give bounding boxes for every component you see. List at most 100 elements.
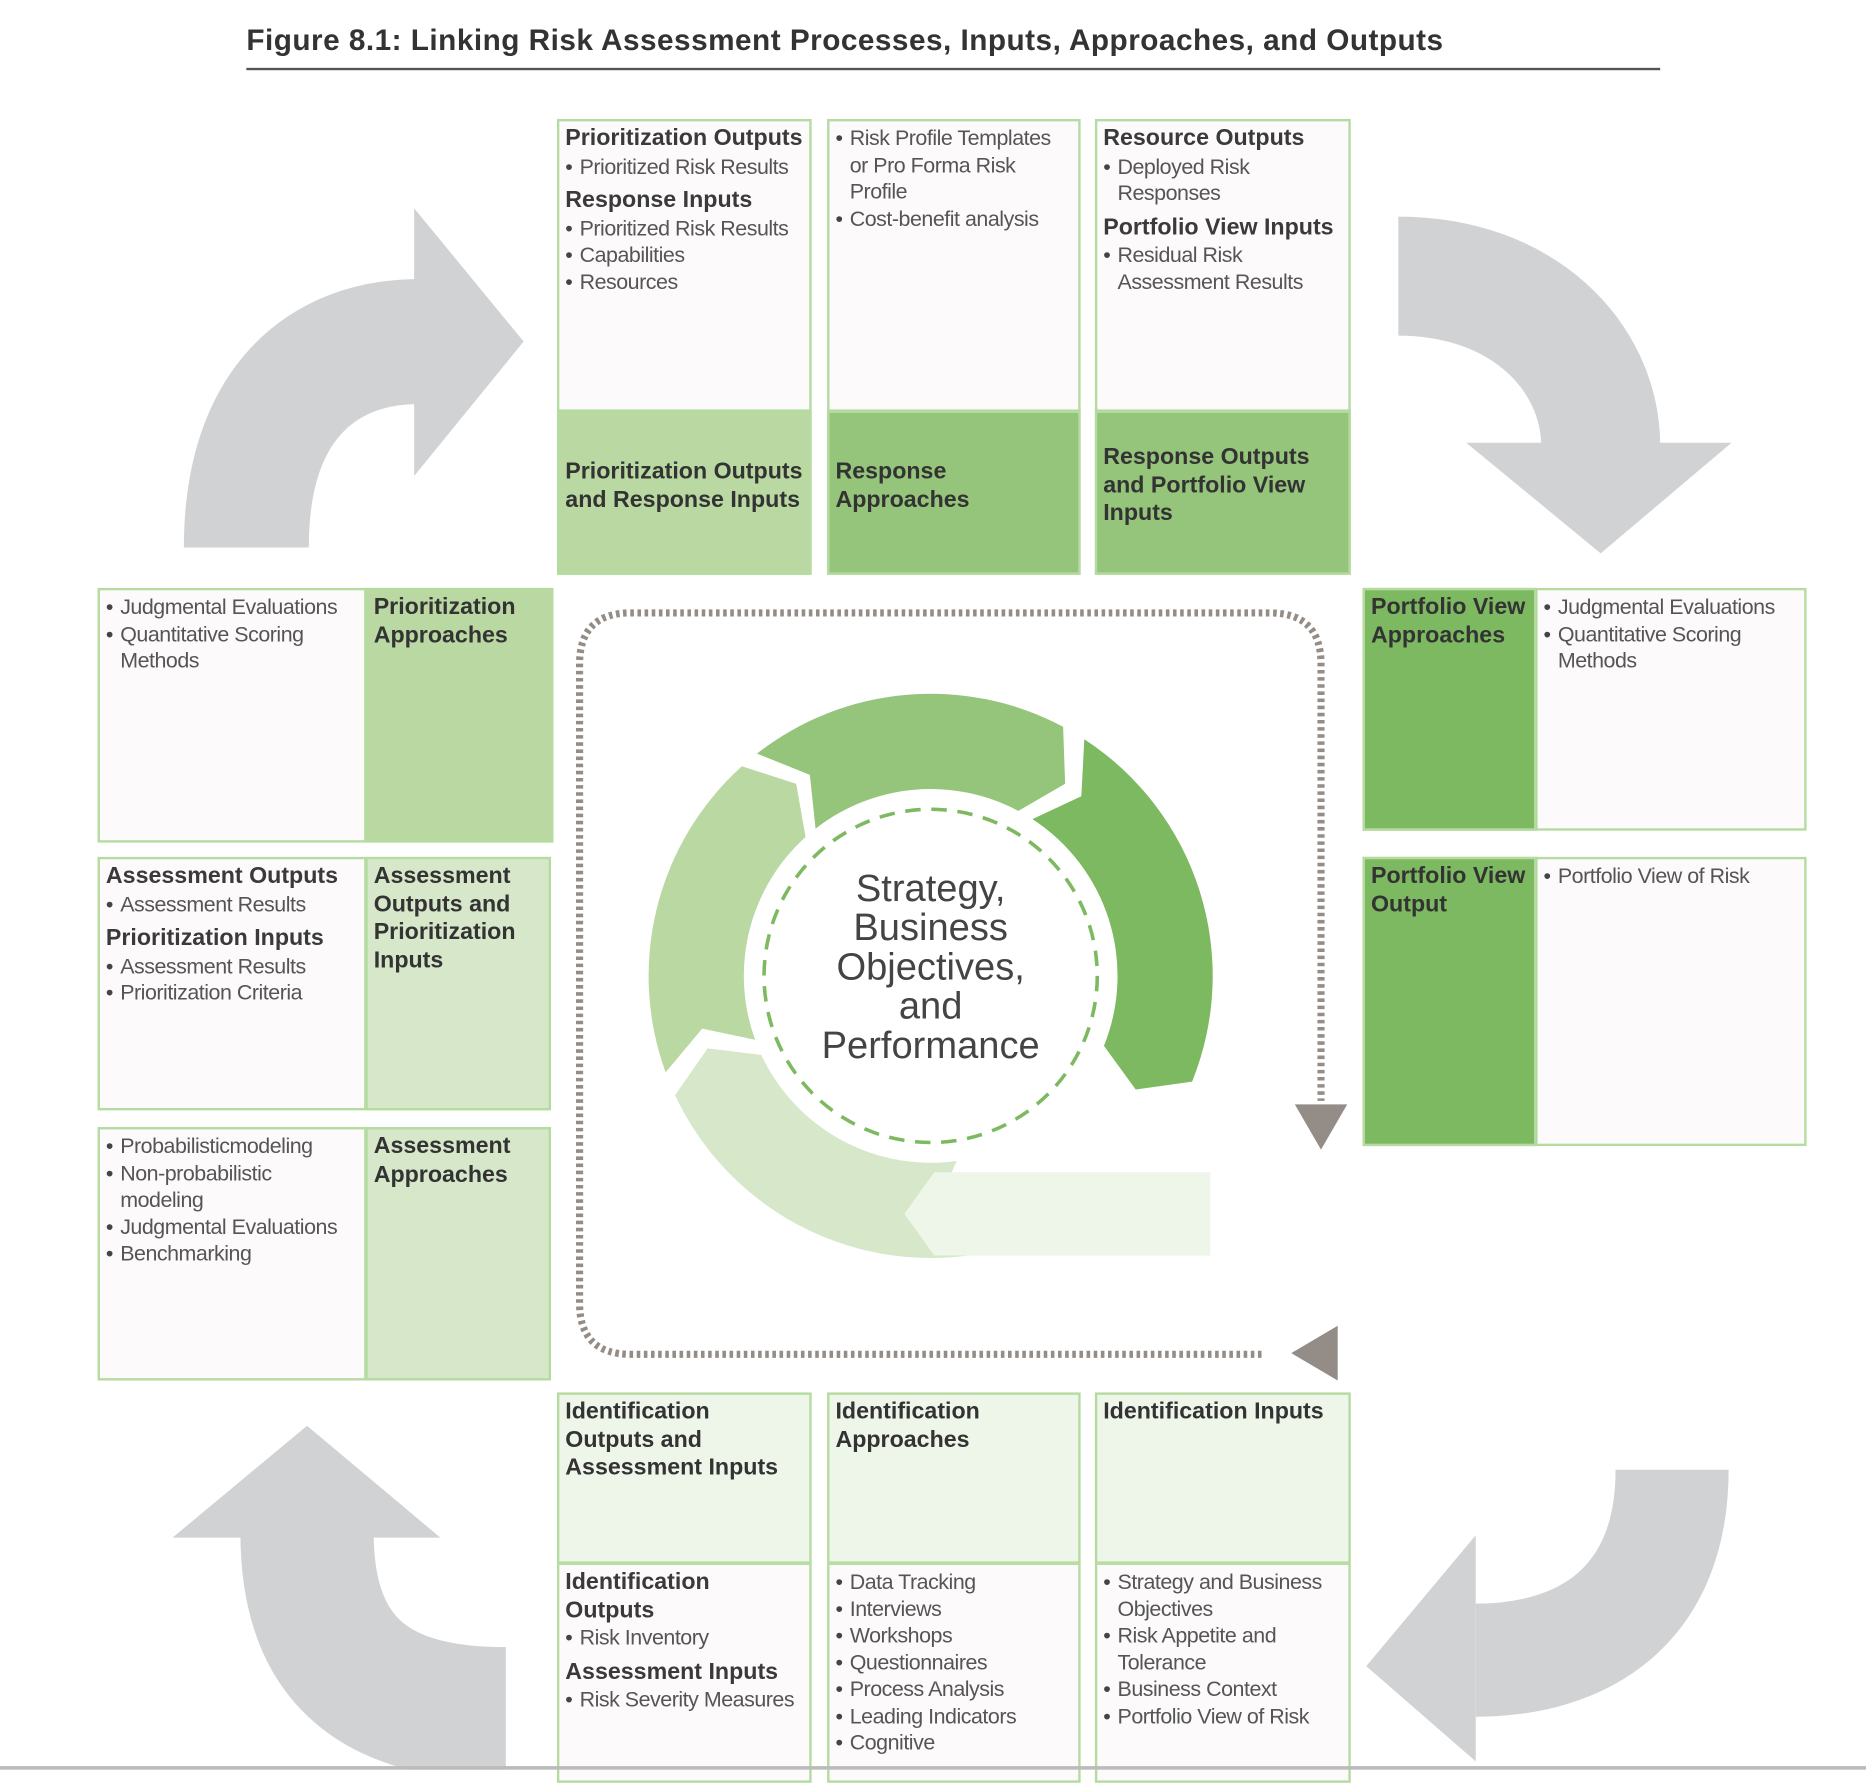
- left-panel-2-stage: Assessment Approaches: [365, 1127, 552, 1381]
- section-heading: Identification Outputs: [565, 1568, 710, 1623]
- right-panel-1-details: Portfolio View of Risk: [1535, 856, 1807, 1147]
- bullet-item: Leading Indicators: [835, 1702, 1072, 1729]
- bullet-item: Assessment Results: [106, 891, 358, 918]
- bullet-item: Prioritized Risk Results: [565, 153, 803, 180]
- top-panel-2-details: Resource OutputsDeployed Risk ResponsesP…: [1094, 119, 1351, 412]
- stage-label: Prioritization Approaches: [373, 593, 516, 649]
- bullet-item: Residual Risk Assessment Results: [1103, 242, 1342, 296]
- right-panel-0-stage: Portfolio View Approaches: [1362, 587, 1537, 831]
- section-heading: Response Inputs: [565, 186, 753, 214]
- center-line: Strategy,: [855, 866, 1006, 910]
- stage-label: Prioritization Outputs and Response Inpu…: [565, 458, 803, 513]
- bullet-item: Prioritization Criteria: [106, 979, 358, 1006]
- stage-label: Identification Outputs and Assessment In…: [565, 1398, 779, 1481]
- panel-section: Risk Profile Templates or Pro Forma Risk…: [835, 125, 1072, 232]
- panel-section: Response InputsPrioritized Risk ResultsC…: [565, 187, 803, 295]
- section-heading: Prioritization Inputs: [105, 924, 324, 951]
- bullet-item: Judgmental Evaluations: [106, 594, 358, 621]
- bullet-item: Business Context: [1103, 1676, 1342, 1703]
- arrowhead-up-icon: [172, 1425, 441, 1538]
- curved-arrow-bottom-left-icon: [240, 1531, 507, 1781]
- top-panel-2-stage: Response Outputs and Portfolio View Inpu…: [1094, 410, 1351, 575]
- top-panel-1-details: Risk Profile Templates or Pro Forma Risk…: [827, 119, 1081, 412]
- center-line: and: [898, 984, 963, 1028]
- panel-section: Resource OutputsDeployed Risk Responses: [1103, 125, 1342, 207]
- stage-label: Portfolio View Approaches: [1370, 593, 1526, 649]
- bullet-item: Risk Inventory: [565, 1624, 803, 1651]
- section-heading: Assessment Outputs: [105, 862, 339, 890]
- bottom-panel-1-details: Data TrackingInterviewsWorkshopsQuestion…: [827, 1562, 1081, 1783]
- panel-section: Identification OutputsRisk Inventory: [565, 1569, 803, 1652]
- panel-section: Assessment OutputsAssessment Results: [106, 863, 358, 918]
- section-heading: Resource Outputs: [1103, 124, 1305, 152]
- curved-arrow-top-left-icon: [183, 279, 421, 549]
- stage-label: Response Outputs and Portfolio View Inpu…: [1103, 444, 1310, 527]
- stage-label: Identification Approaches: [835, 1398, 980, 1453]
- panel-section: Data TrackingInterviewsWorkshopsQuestion…: [835, 1569, 1072, 1756]
- panel-section: Strategy and Business ObjectivesRisk App…: [1103, 1569, 1342, 1730]
- bottom-panel-2-details: Strategy and Business ObjectivesRisk App…: [1094, 1562, 1351, 1783]
- center-line: Business: [853, 905, 1008, 949]
- bottom-panel-0-stage: Identification Outputs and Assessment In…: [556, 1392, 812, 1564]
- bullet-item: Questionnaires: [835, 1649, 1072, 1676]
- panel-section: Judgmental EvaluationsQuantitative Scori…: [106, 594, 358, 674]
- ring-segment-tail: [904, 1172, 1211, 1256]
- bullet-item: Probabilisticmodeling: [106, 1133, 358, 1160]
- bullet-item: Risk Profile Templates or Pro Forma Risk…: [835, 125, 1072, 205]
- curved-arrow-top-right-icon: [1396, 216, 1661, 449]
- top-panel-1-stage: Response Approaches: [827, 410, 1081, 575]
- section-heading: Assessment Inputs: [565, 1658, 779, 1685]
- center-dashed-circle: [762, 807, 1100, 1145]
- bullet-item: Portfolio View of Risk: [1103, 1702, 1342, 1729]
- panel-section: Portfolio View of Risk: [1544, 863, 1799, 890]
- center-label: Strategy, Business Objectives, and Perfo…: [752, 866, 1109, 1067]
- bullet-item: Prioritized Risk Results: [565, 215, 803, 242]
- panel-section: Portfolio View InputsResidual Risk Asses…: [1103, 214, 1342, 296]
- panel-section: Prioritization InputsAssessment ResultsP…: [106, 925, 358, 1007]
- right-panel-0-details: Judgmental EvaluationsQuantitative Scori…: [1535, 587, 1807, 831]
- figure-title: Figure 8.1: Linking Risk Assessment Proc…: [246, 23, 1444, 58]
- bullet-item: Deployed Risk Responses: [1103, 153, 1342, 207]
- bottom-divider: [0, 1766, 1866, 1770]
- strategy-cycle-ring: [648, 693, 1213, 1258]
- panel-section: ProbabilisticmodelingNon-probabilistic m…: [106, 1133, 358, 1267]
- panel-section: Judgmental EvaluationsQuantitative Scori…: [1544, 594, 1799, 674]
- panel-section: Assessment InputsRisk Severity Measures: [565, 1658, 803, 1713]
- bullet-item: Risk Appetite and Tolerance: [1103, 1622, 1342, 1676]
- ring-segment-bottom: [675, 1048, 970, 1258]
- left-panel-0-stage: Prioritization Approaches: [365, 587, 554, 843]
- curved-arrow-bottom-right-icon: [1474, 1468, 1729, 1717]
- stage-label: Identification Inputs: [1103, 1398, 1324, 1425]
- section-heading: Portfolio View Inputs: [1103, 213, 1334, 240]
- bullet-item: Judgmental Evaluations: [1544, 594, 1799, 621]
- center-line: Performance: [821, 1023, 1040, 1067]
- title-underline: [246, 67, 1661, 71]
- bullet-item: Workshops: [835, 1622, 1072, 1649]
- bottom-panel-2-stage: Identification Inputs: [1094, 1392, 1351, 1564]
- ring-segment-left: [648, 766, 806, 1073]
- ring-segment-top: [757, 693, 1066, 829]
- bullet-item: Process Analysis: [835, 1676, 1072, 1703]
- stage-label: Response Approaches: [835, 458, 970, 513]
- bullet-item: Risk Severity Measures: [565, 1686, 803, 1713]
- left-panel-1-details: Assessment OutputsAssessment ResultsPrio…: [97, 856, 367, 1111]
- center-line: Objectives,: [836, 944, 1025, 988]
- bullet-item: Cognitive: [835, 1729, 1072, 1756]
- stage-label: Assessment Approaches: [373, 1132, 511, 1188]
- left-panel-1-stage: Assessment Outputs and Prioritization In…: [365, 856, 552, 1111]
- bullet-item: Interviews: [835, 1595, 1072, 1622]
- top-panel-0-details: Prioritization OutputsPrioritized Risk R…: [556, 119, 812, 412]
- dotted-path-arrow-left-icon: [1291, 1325, 1338, 1381]
- bottom-panel-1-stage: Identification Approaches: [827, 1392, 1081, 1564]
- bullet-item: Portfolio View of Risk: [1544, 863, 1799, 890]
- right-panel-1-stage: Portfolio View Output: [1362, 856, 1537, 1147]
- bullet-item: Quantitative Scoring Methods: [1544, 621, 1799, 675]
- bullet-item: Benchmarking: [106, 1240, 358, 1267]
- top-panel-0-stage: Prioritization Outputs and Response Inpu…: [556, 410, 812, 575]
- ring-segment-right: [1032, 739, 1213, 1090]
- bottom-panel-0-details: Identification OutputsRisk InventoryAsse…: [556, 1562, 812, 1783]
- bullet-item: Strategy and Business Objectives: [1103, 1569, 1342, 1623]
- bullet-item: Cost-benefit analysis: [835, 205, 1072, 232]
